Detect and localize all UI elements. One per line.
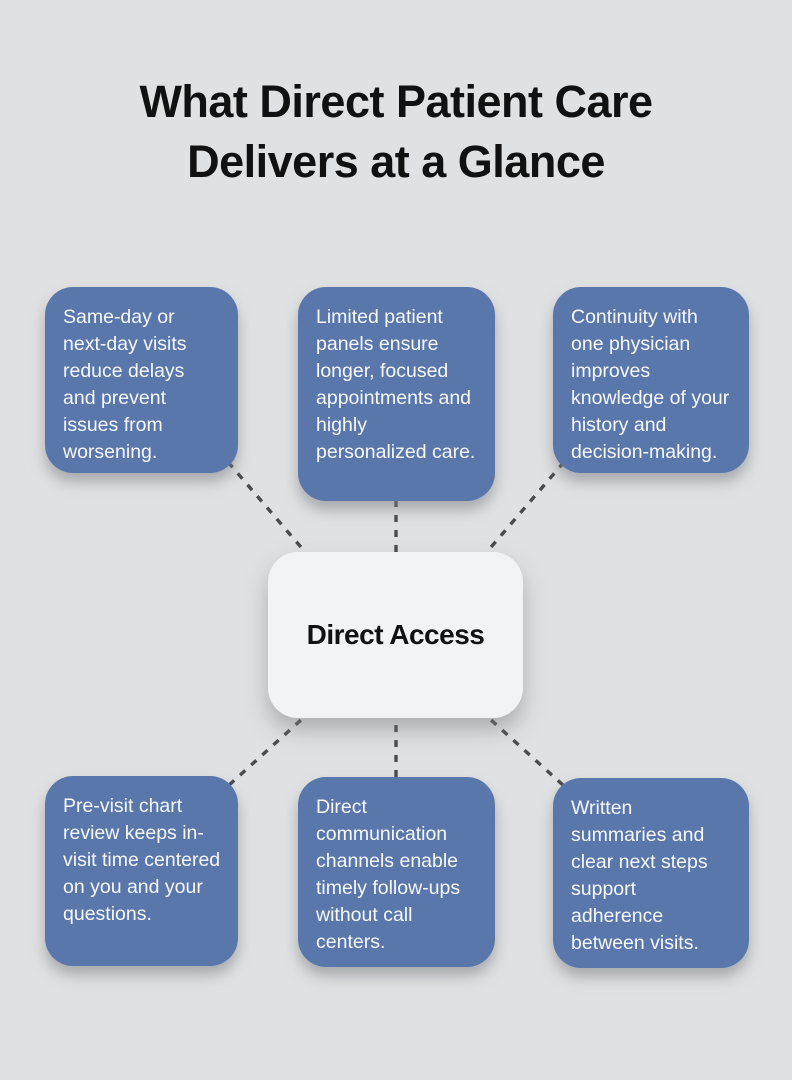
- page-title-line-1: What Direct Patient Care: [139, 76, 653, 127]
- benefit-box-same-day-visits: Same-day or next-day visits reduce delay…: [45, 287, 238, 473]
- benefit-text: Continuity with one physician improves k…: [571, 306, 730, 463]
- benefit-text: Same-day or next-day visits reduce delay…: [63, 306, 187, 463]
- benefit-box-previsit-review: Pre-visit chart review keeps in-visit ti…: [45, 776, 238, 966]
- benefit-box-written-summaries: Written summaries and clear next steps s…: [553, 778, 749, 968]
- connector-top-left: [226, 460, 314, 562]
- benefit-box-continuity: Continuity with one physician improves k…: [553, 287, 749, 473]
- page-title: What Direct Patient Care Delivers at a G…: [0, 72, 792, 192]
- connector-top-right: [478, 460, 566, 562]
- benefit-box-limited-panels: Limited patient panels ensure longer, fo…: [298, 287, 495, 501]
- benefit-text: Pre-visit chart review keeps in-visit ti…: [63, 795, 221, 925]
- benefit-text: Direct communication channels enable tim…: [316, 796, 461, 953]
- connector-bottom-left: [226, 708, 314, 788]
- benefit-box-direct-communication: Direct communication channels enable tim…: [298, 777, 495, 967]
- connector-bottom-right: [478, 708, 566, 788]
- page-title-line-2: Delivers at a Glance: [187, 136, 605, 187]
- central-node-label: Direct Access: [306, 619, 485, 650]
- central-node-direct-access: Direct Access: [268, 552, 523, 718]
- benefit-text: Limited patient panels ensure longer, fo…: [316, 306, 476, 463]
- benefit-text: Written summaries and clear next steps s…: [571, 797, 708, 954]
